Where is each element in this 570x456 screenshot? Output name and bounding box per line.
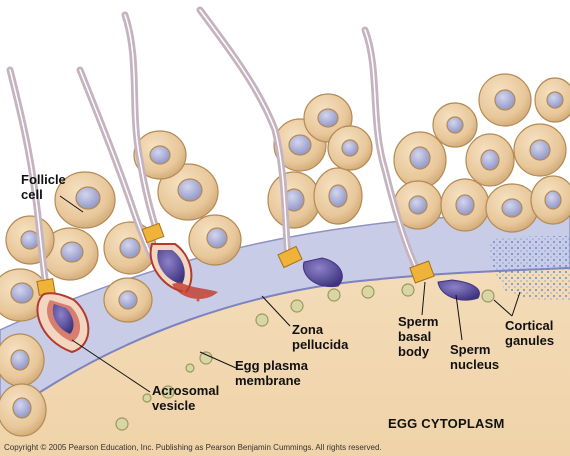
sperm-tails [6, 6, 422, 289]
label-follicle-cell: Follicle cell [21, 172, 66, 202]
label-sperm-basal-body: Sperm basal body [398, 314, 439, 359]
egg-cytoplasm [0, 268, 570, 456]
cortical-granules [115, 283, 495, 431]
sperm-head-1 [36, 278, 90, 354]
label-cortical-granules: Cortical ganules [505, 318, 555, 348]
leader-lines [59, 195, 521, 393]
follicle-cell [0, 268, 49, 322]
cortical-granule-release [489, 236, 570, 301]
follicle-cells [0, 73, 570, 437]
label-zona-pellucida: Zona pellucida [292, 322, 349, 352]
label-acrosomal-vesicle: Acrosomal vesicle [152, 383, 220, 413]
sperm-head-4 [409, 260, 480, 301]
label-egg-plasma-membrane: Egg plasma membrane [235, 358, 308, 388]
label-egg-cytoplasm: EGG CYTOPLASM [388, 416, 505, 431]
copyright-notice: Copyright © 2005 Pearson Education, Inc.… [4, 443, 382, 452]
sperm-head-3 [277, 245, 343, 288]
sperm-head-2 [141, 222, 218, 302]
label-sperm-nucleus: Sperm nucleus [450, 342, 500, 372]
